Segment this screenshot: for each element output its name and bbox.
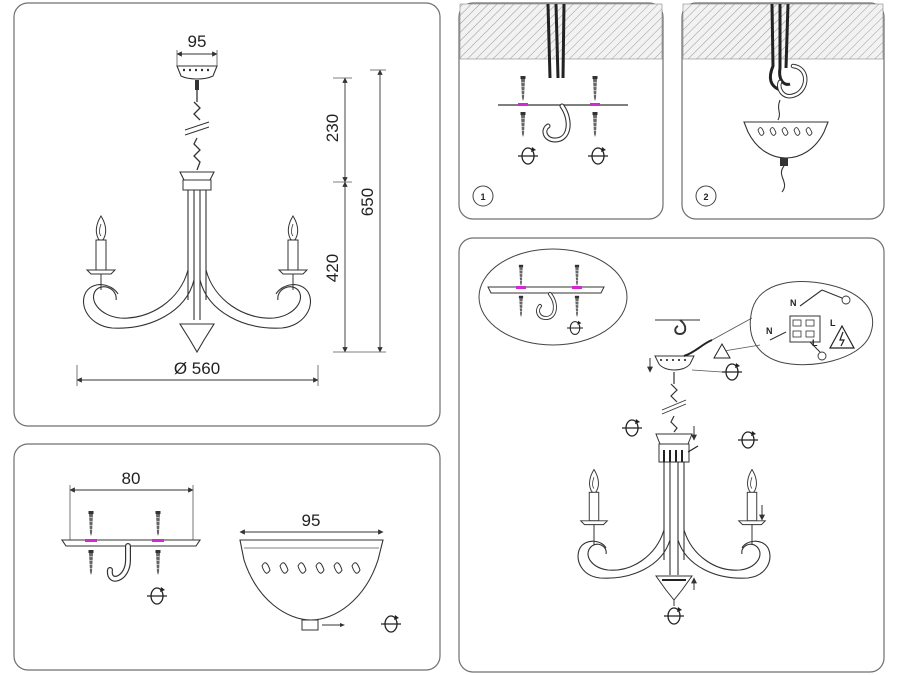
wire-label-n-top: N (790, 298, 797, 308)
body-height-label: 420 (323, 254, 342, 282)
mounting-plate-detail: 80 (60, 469, 202, 605)
canopy-width-label: 95 (188, 32, 207, 51)
plate-width-label: 80 (122, 469, 141, 488)
svg-text:2: 2 (703, 192, 708, 202)
step2-badge: 2 (695, 185, 717, 207)
dimension-canopy: 95 (176, 32, 218, 66)
canopy-detail: 95 (239, 511, 402, 633)
chain-height-label: 230 (323, 114, 342, 142)
ceiling-hatch (459, 3, 663, 60)
wire-label-n-bottom: N (766, 326, 773, 336)
diameter-label: Ø 560 (174, 359, 220, 378)
chandelier-front-view (83, 65, 311, 354)
ceiling-hatch (682, 3, 884, 60)
warning-icon (713, 324, 856, 359)
ground-icon (817, 295, 851, 361)
canopy-detail-width-label: 95 (302, 511, 321, 530)
total-height-label: 650 (358, 188, 377, 216)
main-dimensions-panel (13, 2, 441, 427)
dimension-heights: 230 420 650 (323, 69, 386, 353)
wire-label-l-top: L (830, 318, 836, 328)
svg-text:1: 1 (480, 192, 485, 202)
power-wires (546, 3, 566, 79)
step1-badge: 1 (472, 185, 494, 207)
terminal-block (789, 315, 821, 343)
dimension-diameter: Ø 560 (76, 359, 319, 386)
wire-label-l-bottom: L (812, 338, 818, 348)
